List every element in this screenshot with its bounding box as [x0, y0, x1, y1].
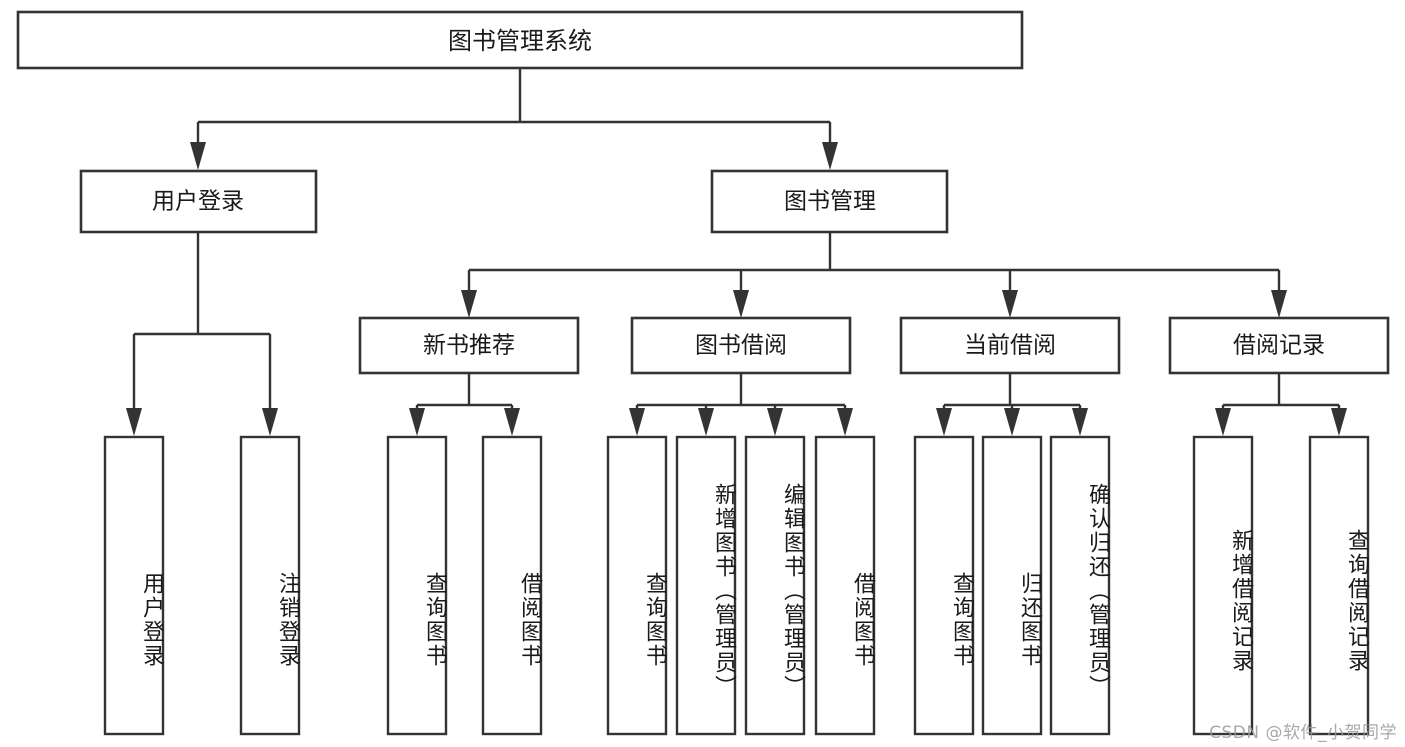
arrow-to-leaf-borrow-book-1-icon	[504, 408, 520, 436]
leaf-query-record-box[interactable]	[1308, 435, 1370, 736]
leaf-query-book-1-box[interactable]	[386, 435, 448, 736]
node-borrow-record-label: 借阅记录	[1233, 333, 1325, 359]
node-book-borrow-label: 图书借阅	[695, 333, 787, 359]
leaf-user-login-box[interactable]	[103, 435, 165, 736]
node-current-borrow-label: 当前借阅	[964, 333, 1056, 359]
arrow-to-book-borrow-icon	[733, 290, 749, 318]
node-book-borrow-box	[630, 316, 852, 375]
arrow-to-leaf-user-login-icon	[126, 408, 142, 436]
node-book-borrow[interactable]: 图书借阅	[630, 316, 852, 375]
arrow-to-leaf-query-book-2-icon	[629, 408, 645, 436]
leaf-confirm-return-box[interactable]	[1049, 435, 1111, 736]
arrow-to-leaf-user-logout-icon	[262, 408, 278, 436]
node-new-book-rec-label: 新书推荐	[423, 333, 515, 359]
leaf-query-book-2-box[interactable]	[606, 435, 668, 736]
node-new-book-rec-box	[358, 316, 580, 375]
leaf-borrow-book-1-box[interactable]	[481, 435, 543, 736]
node-user-login[interactable]: 用户登录	[79, 169, 318, 234]
leaf-add-book-box[interactable]	[675, 435, 737, 736]
arrow-to-leaf-return-book-icon	[1004, 408, 1020, 436]
leaf-borrow-book-2-box[interactable]	[814, 435, 876, 736]
arrow-to-current-borrow-icon	[1002, 290, 1018, 318]
node-borrow-record[interactable]: 借阅记录	[1168, 316, 1390, 375]
node-book-manage[interactable]: 图书管理	[710, 169, 949, 234]
node-book-manage-label: 图书管理	[784, 189, 876, 215]
arrow-to-leaf-add-record-icon	[1215, 408, 1231, 436]
arrow-to-leaf-add-book-icon	[698, 408, 714, 436]
leaf-user-logout-box[interactable]	[239, 435, 301, 736]
leaf-add-record-box[interactable]	[1192, 435, 1254, 736]
node-root-label: 图书管理系统	[448, 27, 592, 55]
leaf-query-book-3-box[interactable]	[913, 435, 975, 736]
arrow-to-leaf-edit-book-icon	[767, 408, 783, 436]
leaf-edit-book-box[interactable]	[744, 435, 806, 736]
leaf-return-book-box[interactable]	[981, 435, 1043, 736]
node-root[interactable]: 图书管理系统	[16, 10, 1024, 70]
node-book-manage-box	[710, 169, 949, 234]
node-borrow-record-box	[1168, 316, 1390, 375]
node-root-box	[16, 10, 1024, 70]
arrow-to-book-manage-icon	[822, 142, 838, 170]
arrow-to-leaf-query-book-1-icon	[409, 408, 425, 436]
arrow-to-borrow-record-icon	[1271, 290, 1287, 318]
arrow-to-leaf-borrow-book-2-icon	[837, 408, 853, 436]
arrow-to-leaf-query-book-3-icon	[936, 408, 952, 436]
arrow-to-leaf-query-record-icon	[1331, 408, 1347, 436]
arrow-to-new-book-rec-icon	[461, 290, 477, 318]
node-current-borrow[interactable]: 当前借阅	[899, 316, 1121, 375]
arrow-to-user-login-icon	[190, 142, 206, 170]
watermark-text: CSDN @软件_小贺同学	[1209, 723, 1397, 743]
node-current-borrow-box	[899, 316, 1121, 375]
arrow-to-leaf-confirm-return-icon	[1072, 408, 1088, 436]
node-new-book-rec[interactable]: 新书推荐	[358, 316, 580, 375]
node-user-login-label: 用户登录	[152, 189, 244, 215]
